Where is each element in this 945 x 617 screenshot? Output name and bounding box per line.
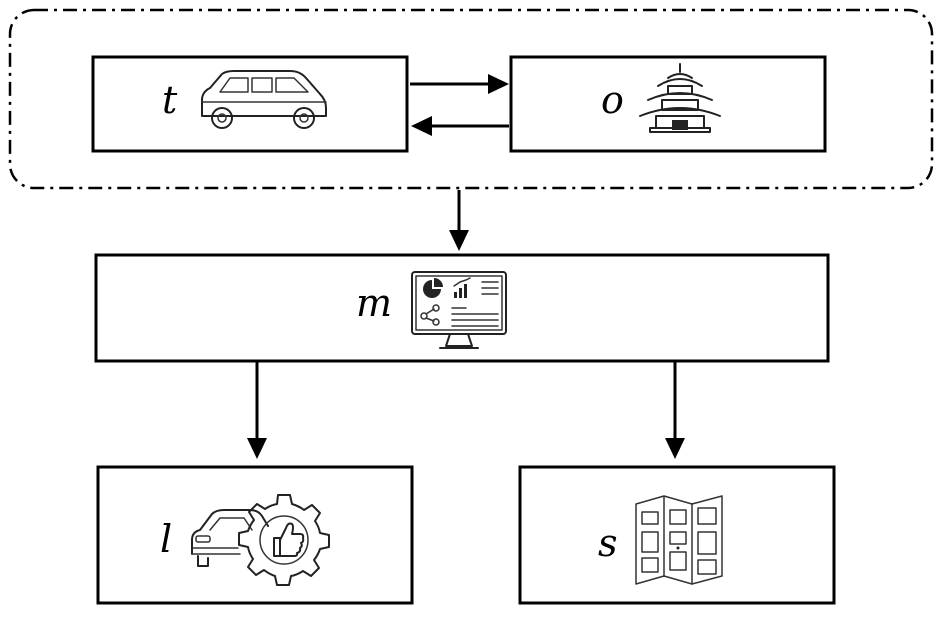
edge-m-to-s: [665, 362, 685, 459]
car-icon: [201, 70, 327, 129]
dashboard-monitor-icon: [411, 271, 507, 349]
node-t: t: [91, 55, 409, 153]
t-o-group-border: [8, 8, 934, 190]
node-l-label: l: [160, 517, 172, 561]
node-o-box: [509, 55, 827, 153]
folded-map-icon: [635, 495, 723, 585]
edge-t-to-o: [410, 74, 509, 94]
node-o-label: o: [601, 78, 624, 122]
node-t-label: t: [162, 78, 178, 122]
edge-o-to-t: [411, 116, 509, 136]
edge-group-to-m: [449, 190, 469, 251]
node-s-label: s: [598, 521, 618, 565]
edge-m-to-l: [247, 362, 267, 459]
node-s-box: [518, 465, 836, 605]
node-l: l: [96, 465, 414, 605]
node-l-box: [96, 465, 414, 605]
node-o: o: [509, 55, 827, 153]
node-t-box: [91, 55, 409, 153]
node-s: s: [518, 465, 836, 605]
node-m: m: [94, 253, 830, 363]
node-m-label: m: [356, 281, 392, 325]
car-gear-thumbs-up-icon: [191, 494, 330, 586]
pagoda-icon: [639, 63, 721, 133]
